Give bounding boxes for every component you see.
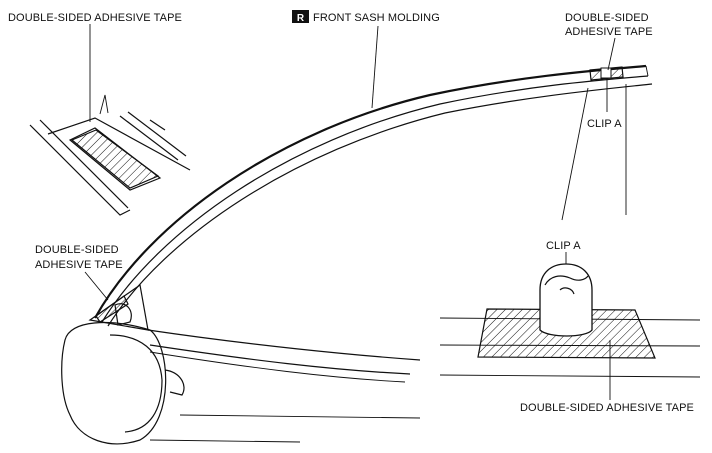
r-badge — [292, 10, 309, 23]
front-sash-molding-arc — [94, 25, 653, 327]
leader-tape-mid-left — [84, 271, 109, 301]
r-badge-text: R — [297, 13, 305, 24]
top-left-tape-detail — [29, 24, 191, 216]
clip-a-detail — [439, 252, 701, 400]
mid-left-tape-area — [95, 295, 129, 323]
clip-a-shape — [539, 263, 593, 337]
door-body — [61, 271, 421, 445]
label-clip-a-detail: CLIP A — [546, 240, 581, 252]
leader-tape-top-right — [607, 37, 616, 71]
leader-front-sash-molding — [371, 25, 379, 109]
label-tape-mid-left-line2: ADHESIVE TAPE — [35, 259, 123, 271]
clip-a-marker-top — [600, 67, 612, 79]
label-tape-top-left: DOUBLE-SIDED ADHESIVE TAPE — [8, 12, 182, 24]
projection-lines — [561, 84, 627, 221]
label-tape-top-right-line1: DOUBLE-SIDED — [565, 12, 649, 24]
top-left-tape-area — [70, 129, 160, 189]
label-tape-top-right-line2: ADHESIVE TAPE — [565, 26, 653, 38]
label-tape-mid-left-line1: DOUBLE-SIDED — [35, 244, 119, 256]
label-clip-a-top: CLIP A — [587, 118, 622, 130]
label-front-sash-molding: FRONT SASH MOLDING — [313, 12, 440, 24]
label-tape-bottom-right: DOUBLE-SIDED ADHESIVE TAPE — [520, 402, 694, 414]
